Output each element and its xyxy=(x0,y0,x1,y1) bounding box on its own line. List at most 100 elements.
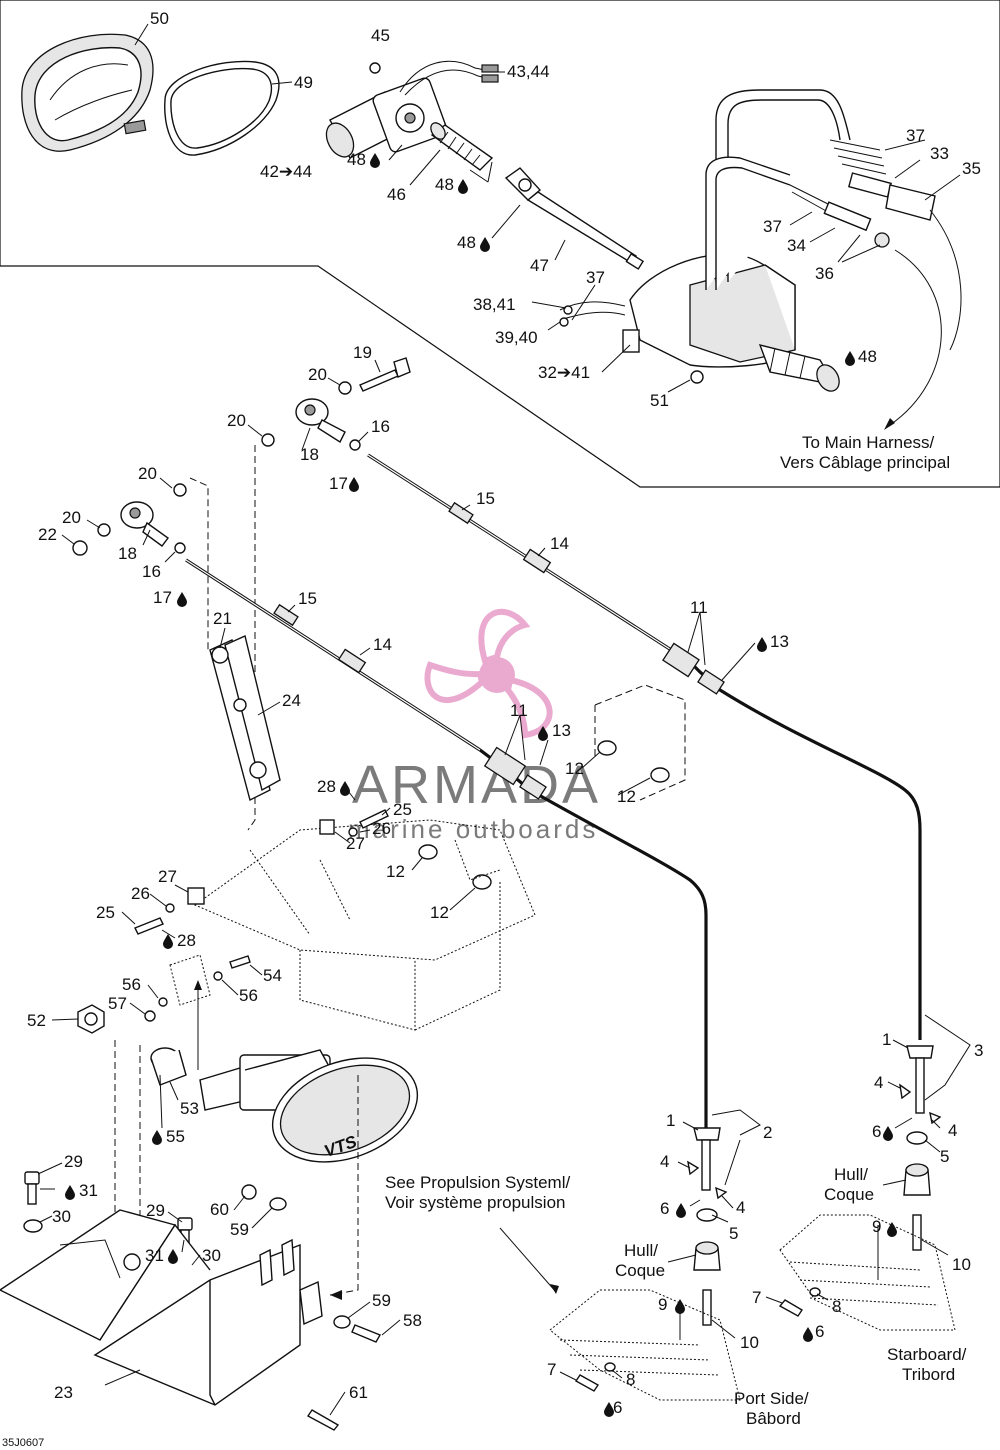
callout: 12 xyxy=(617,787,636,806)
vts-control-knob: VTS xyxy=(199,1049,419,1163)
callout: 48 xyxy=(347,150,366,169)
washer-26b xyxy=(165,903,175,913)
callout: 30 xyxy=(52,1207,71,1226)
callout: 9 xyxy=(872,1217,881,1236)
callout: 60 xyxy=(210,1200,229,1219)
callout: 12 xyxy=(430,903,449,922)
clamp-54 xyxy=(144,954,251,1022)
rod-end-18a xyxy=(295,398,346,444)
harness-note-line2: Vers Câblage principal xyxy=(780,453,950,472)
watermark-tagline: marine outboards xyxy=(348,814,598,844)
callout: 51 xyxy=(650,391,669,410)
washer-20d xyxy=(97,523,111,537)
callout: 4 xyxy=(736,1198,745,1217)
callout: 48 xyxy=(435,175,454,194)
callout: 12 xyxy=(386,862,405,881)
callout: 59 xyxy=(230,1220,249,1239)
callout: 7 xyxy=(547,1360,556,1379)
callout: 20 xyxy=(308,365,327,384)
callout: 27 xyxy=(158,867,177,886)
callout: 5 xyxy=(940,1147,949,1166)
callout: 57 xyxy=(108,994,127,1013)
callout: 23 xyxy=(54,1383,73,1402)
port-side-line2: Bâbord xyxy=(746,1409,801,1428)
callout: 34 xyxy=(787,236,806,255)
hull-starboard-line1: Hull/ xyxy=(834,1165,868,1184)
callout: 32➔41 xyxy=(538,363,590,382)
callout: 48 xyxy=(457,233,476,252)
callout: 50 xyxy=(150,9,169,28)
callout: 39,40 xyxy=(495,328,538,347)
callout: 6 xyxy=(872,1122,881,1141)
callout: 15 xyxy=(476,489,495,508)
callout: 26 xyxy=(131,884,150,903)
callout: 53 xyxy=(180,1099,199,1118)
callout: 4 xyxy=(948,1121,957,1140)
leader-lines xyxy=(37,23,971,1416)
nut-22 xyxy=(72,540,88,556)
callout: 58 xyxy=(403,1311,422,1330)
gasket-49 xyxy=(164,60,280,156)
callout: 8 xyxy=(626,1370,635,1389)
callout: 13 xyxy=(770,632,789,651)
harness-note-line1: To Main Harness/ xyxy=(802,433,935,452)
washer-20c xyxy=(173,483,187,497)
callout: 61 xyxy=(349,1383,368,1402)
callout: 11 xyxy=(510,701,528,720)
callout: 21 xyxy=(213,609,232,628)
rod-end-18b xyxy=(120,501,169,547)
nut-45 xyxy=(369,62,381,74)
washer-12d xyxy=(472,874,492,890)
callout: 25 xyxy=(96,903,115,922)
callout: 31 xyxy=(79,1181,98,1200)
callout: 7 xyxy=(752,1288,761,1307)
callout: 20 xyxy=(138,464,157,483)
port-nozzle-parts xyxy=(549,1127,741,1401)
washer-26a xyxy=(348,827,358,837)
vts-module-32 xyxy=(622,89,851,392)
callout: 6 xyxy=(660,1199,669,1218)
connector-34 xyxy=(789,184,890,248)
watermark-logo xyxy=(424,608,553,739)
callout: 33 xyxy=(930,144,949,163)
callout: 49 xyxy=(294,73,313,92)
washer-12b xyxy=(650,767,670,783)
connector-33 xyxy=(829,139,936,221)
propulsion-note-line2: Voir système propulsion xyxy=(385,1193,565,1212)
callout: 37 xyxy=(763,217,782,236)
callout: 14 xyxy=(550,534,569,553)
callout: 1 xyxy=(666,1111,675,1130)
cable-14-starboard xyxy=(367,453,922,1040)
callout: 3 xyxy=(974,1041,983,1060)
bolt-58 xyxy=(351,1324,382,1343)
lever-24 xyxy=(209,635,281,802)
washer-30a xyxy=(23,1219,43,1233)
callout: 29 xyxy=(64,1152,83,1171)
callout-labels: 50 49 45 43,44 42➔44 48 46 48 48 47 37 3… xyxy=(27,9,983,1417)
callout: 52 xyxy=(27,1011,46,1030)
callout: 35 xyxy=(962,159,981,178)
callout: 8 xyxy=(832,1297,841,1316)
callout: 56 xyxy=(122,975,141,994)
cable-14-port xyxy=(185,558,708,1130)
washer-12a xyxy=(597,740,617,756)
callout: 28 xyxy=(317,777,336,796)
hull-port-line1: Hull/ xyxy=(624,1241,658,1260)
port-side-line1: Port Side/ xyxy=(734,1389,809,1408)
washer-59b xyxy=(333,1315,351,1329)
callout: 59 xyxy=(372,1291,391,1310)
callout: 1 xyxy=(882,1030,891,1049)
callout: 4 xyxy=(874,1073,883,1092)
mount-bracket-dotted xyxy=(193,819,536,1031)
sleeve-15b xyxy=(273,603,299,627)
callout: 22 xyxy=(38,525,57,544)
callout: 48 xyxy=(858,347,877,366)
callout: 26 xyxy=(372,819,391,838)
mount-bracket-23 xyxy=(0,1209,323,1406)
callout: 47 xyxy=(530,256,549,275)
callout: 16 xyxy=(142,562,161,581)
callout: 14 xyxy=(373,635,392,654)
propulsion-note-line1: See Propulsion Systeml/ xyxy=(385,1173,570,1192)
callout: 18 xyxy=(118,544,137,563)
